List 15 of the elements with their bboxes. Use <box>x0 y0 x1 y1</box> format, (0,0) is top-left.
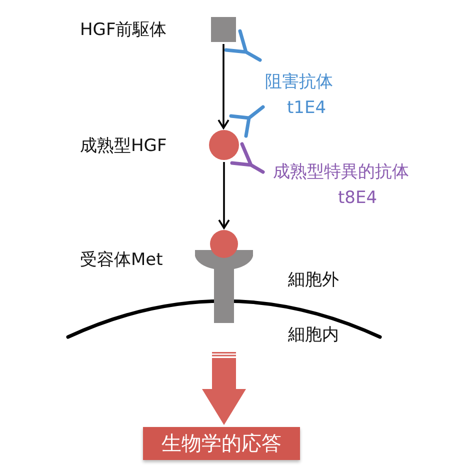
antibody-label: 成熟型特異的抗体 <box>273 162 409 182</box>
arrow <box>218 44 230 129</box>
protein-label: HGF前駆体 <box>80 20 167 40</box>
receptor-drawing <box>195 230 253 323</box>
protein-label: 成熟型HGF <box>80 136 167 156</box>
antibody-code: t8E4 <box>338 188 378 208</box>
region-label: 細胞外 <box>288 270 339 290</box>
square <box>211 17 236 42</box>
arrow <box>218 162 230 229</box>
circle <box>209 130 239 160</box>
antibody-code: t1E4 <box>287 98 326 118</box>
response-box: 生物学的応答 <box>143 427 300 460</box>
protein-label: 受容体Met <box>80 250 163 270</box>
antibody-label: 阻害抗体 <box>265 72 333 92</box>
region-label: 細胞内 <box>288 325 339 345</box>
